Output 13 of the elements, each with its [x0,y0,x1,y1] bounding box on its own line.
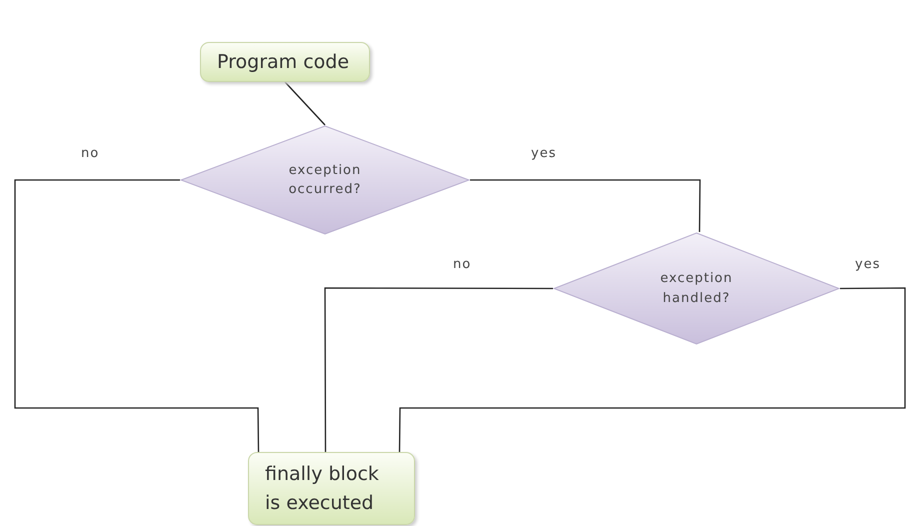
decision-diamond [180,125,470,235]
decision-diamond [553,232,840,345]
node-text: exception occurred? [288,162,362,199]
node-text: exception handled? [659,270,734,308]
connector-line [470,179,701,232]
node-text: Program code [217,50,350,75]
connector-line [398,287,906,452]
process-box [200,42,370,82]
connector-line [14,179,260,452]
connector-line [324,287,553,452]
connector-line [284,82,326,126]
process-box [248,452,415,525]
node-text: finally block is executed [265,462,380,516]
